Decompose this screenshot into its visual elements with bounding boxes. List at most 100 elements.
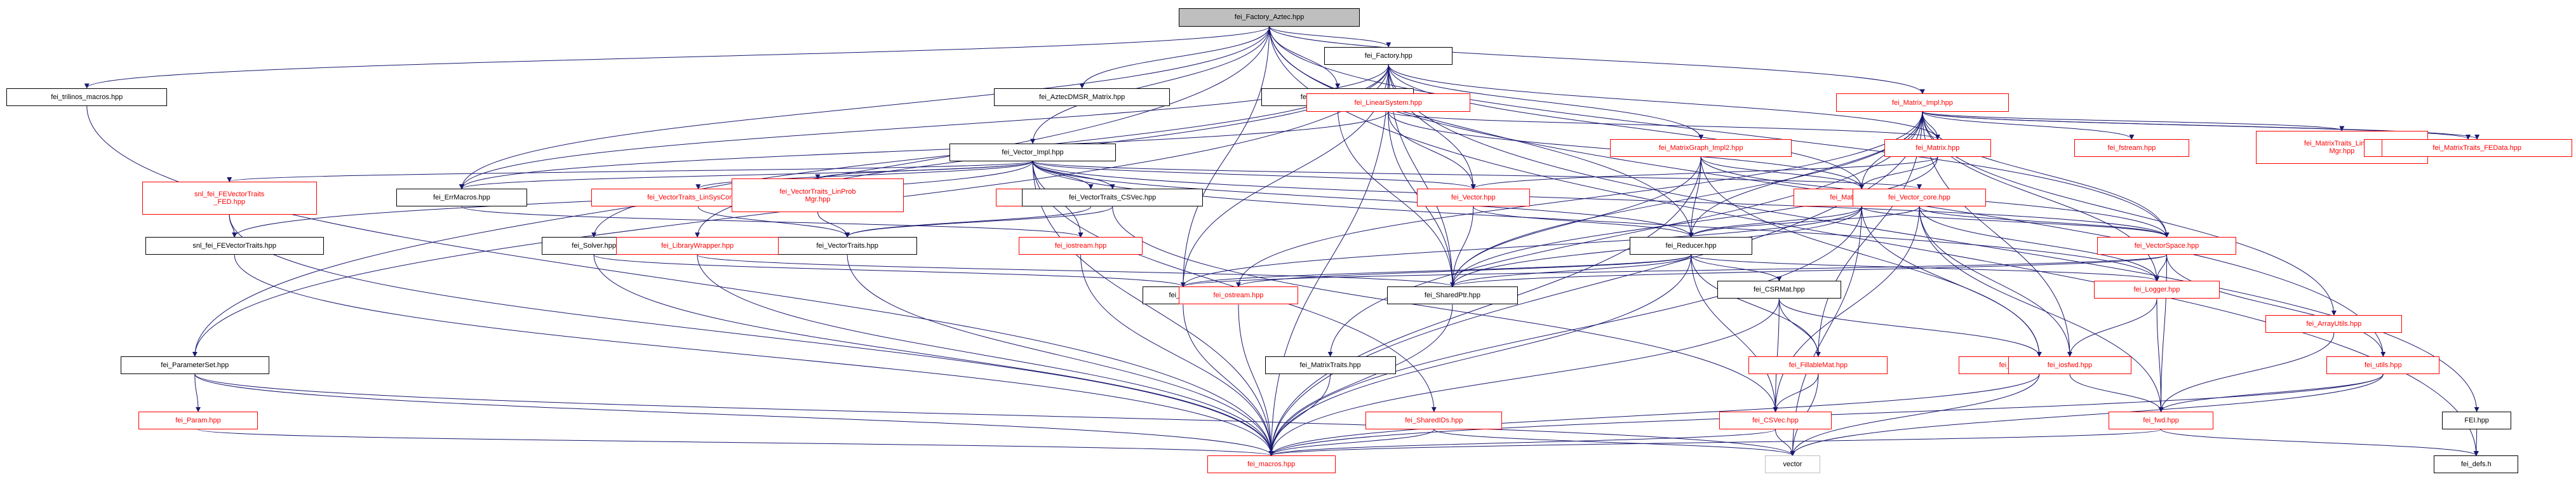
edge-matrixtraits-to-macros [1268,373,1331,457]
edge-solver-to-macros [593,255,1274,457]
edge-fei-to-defs [2473,429,2479,457]
edge-reducer-to-csvec [1691,255,1778,412]
node-mt-fedata[interactable]: fei_MatrixTraits_FEData.hpp [2382,138,2572,158]
node-aztecdmsr[interactable]: fei_AztecDMSR_Matrix.hpp [994,88,1171,106]
edge-sharedptr-to-macros [1268,304,1453,457]
edge-matrix_impl-to-macros [1268,111,1923,457]
edge-factory-to-matrixgraph [1388,64,1865,190]
edge-vectorspace-to-mpi [1181,254,2168,288]
edge-vector_impl-to-vt_linprob [815,161,1033,180]
node-factory[interactable]: fei_Factory.hpp [1324,46,1453,65]
node-matrixgraph-impl2[interactable]: fei_MatrixGraph_Impl2.hpp [1610,138,1792,158]
node-vectorspace[interactable]: fei_VectorSpace.hpp [2097,237,2237,255]
edge-librarywrapper-to-macros [697,255,1274,457]
node-fei[interactable]: FEI.hpp [2442,411,2511,430]
node-vt-csvec[interactable]: fei_VectorTraits_CSVec.hpp [1022,189,1203,207]
edge-matrixgraph_impl2-to-macros [1268,157,1701,457]
edge-vector_impl-to-vector [1032,161,1476,190]
edge-vector_impl-to-snl_fevt_fed [227,161,1033,182]
node-vt-linprob[interactable]: fei_VectorTraits_LinProb Mgr.hpp [731,178,904,212]
edge-root-to-defs [1269,26,2479,457]
node-iostream[interactable]: fei_iostream.hpp [1019,237,1143,255]
node-trilinos-macros[interactable]: fei_trilinos_macros.hpp [6,88,168,106]
node-ostream[interactable]: fei_ostream.hpp [1179,286,1298,305]
node-csvec[interactable]: fei_CSVec.hpp [1719,411,1832,430]
edge-iostream-to-macros [1080,255,1274,457]
edge-reducer-to-csrmat [1691,255,1782,282]
edge-linearsystem-to-errmacros [459,111,1389,190]
edge-root-to-mpi [1180,26,1270,288]
edge-vectorspace-to-utils [2166,255,2386,357]
edge-vt_csvec-to-csvec [1112,206,1778,412]
edge-vector_impl-to-reducer [1032,161,1694,238]
node-fstream[interactable]: fei_fstream.hpp [2074,138,2190,158]
node-vector-impl[interactable]: fei_Vector_Impl.hpp [949,143,1117,161]
edge-snl_fevt-to-macros [234,255,1274,457]
node-fillablemat[interactable]: fei_FillableMat.hpp [1748,356,1888,374]
edge-reducer-to-mpi [1181,254,1692,288]
node-linearsystem[interactable]: fei_LinearSystem.hpp [1306,93,1470,112]
node-matrix[interactable]: fei_Matrix.hpp [1884,138,1992,158]
node-iosfwd[interactable]: fei_iosfwd.hpp [2008,356,2132,374]
edge-vt_linprob-to-vectortraits [817,212,850,238]
edge-csvec-to-vectorstd [1775,429,1795,457]
node-defs[interactable]: fei_defs.h [2434,455,2519,474]
node-snl-fevt-fed[interactable]: snl_fei_FEVectorTraits _FED.hpp [142,181,317,215]
edge-vector_impl-to-sharedids [1032,161,1437,412]
edge-root-to-trilinos_macros [84,26,1270,89]
edge-matrixgraph_impl2-to-reducer [1688,157,1701,238]
node-macros[interactable]: fei_macros.hpp [1207,455,1336,474]
node-vector[interactable]: fei_Vector.hpp [1416,189,1530,207]
node-root[interactable]: fei_Factory_Aztec.hpp [1179,8,1360,27]
edge-vector_core-to-fwd [1919,206,2164,412]
edge-csvec-to-macros [1268,429,1776,457]
edge-vt_linsyscore-to-vectortraits [697,206,850,238]
edge-vector_impl-to-vectorspace [1032,161,2170,238]
node-librarywrapper[interactable]: fei_LibraryWrapper.hpp [615,237,779,255]
node-param[interactable]: fei_Param.hpp [138,411,258,430]
edge-ostream-to-macros [1238,304,1274,457]
edge-root-to-factory [1269,26,1392,48]
edge-logger-to-fwd [2156,299,2164,412]
edge-vt_csvec-to-vectortraits [845,206,1113,238]
edge-matrix_impl-to-matrixtraits [1327,111,1923,357]
edge-vector_impl-to-logger [1032,161,2159,282]
edge-matrix-to-sharedptr [1450,157,1938,288]
node-matrixtraits[interactable]: fei_MatrixTraits.hpp [1265,356,1396,374]
node-reducer[interactable]: fei_Reducer.hpp [1630,237,1752,255]
node-fwd[interactable]: fei_fwd.hpp [2109,411,2213,430]
edge-sharedids-to-vectorstd [1433,429,1795,457]
edge-factory-to-matrixgraph_impl2 [1388,64,1704,140]
edge-csrmat-to-csvec [1773,299,1780,412]
edge-fwd-to-defs [2161,429,2479,457]
node-parameterset[interactable]: fei_ParameterSet.hpp [120,356,269,374]
edge-reducer-to-sharedptr [1450,255,1692,288]
edge-vector_core-to-reducer [1688,206,1920,238]
node-arrayutils[interactable]: fei_ArrayUtils.hpp [2265,314,2403,333]
edge-matrixgraph_impl2-to-sharedptr [1449,157,1701,288]
edge-utils-to-fwd [2158,373,2384,412]
edge-matrix_impl-to-reducer [1688,111,1923,238]
edge-factory-to-macros [1268,64,1389,457]
node-sharedids[interactable]: fei_SharedIDs.hpp [1365,411,1503,430]
edge-csrmat-to-macros [1268,299,1780,457]
node-matrix-impl[interactable]: fei_Matrix_Impl.hpp [1836,93,2009,112]
edge-matrix-to-vector [1470,156,1938,190]
node-sharedptr[interactable]: fei_SharedPtr.hpp [1387,286,1518,305]
edge-linearsystem-to-vector [1388,111,1476,190]
edge-arrayutils-to-fwd [2158,333,2335,412]
edge-logger-to-iosfwd [2067,299,2157,357]
node-snl-fevt[interactable]: snl_fei_FEVectorTraits.hpp [145,237,324,255]
node-vector-core[interactable]: fei_Vector_core.hpp [1853,189,1986,207]
edge-root-to-errmacros [459,26,1270,190]
node-errmacros[interactable]: fei_ErrMacros.hpp [396,189,527,207]
edge-solver-to-mpi [593,254,1186,288]
node-vectortraits[interactable]: fei_VectorTraits.hpp [777,237,917,255]
edge-matrix_impl-to-mt_fedata [1922,111,2479,140]
node-csrmat[interactable]: fei_CSRMat.hpp [1717,281,1841,299]
edge-vector-to-reducer [1473,206,1694,238]
edge-matrixgraph-to-vectorspace [1861,206,2170,238]
node-vectorstd[interactable]: vector [1765,455,1820,474]
node-logger[interactable]: fei_Logger.hpp [2093,281,2220,299]
node-utils[interactable]: fei_utils.hpp [2326,356,2440,374]
